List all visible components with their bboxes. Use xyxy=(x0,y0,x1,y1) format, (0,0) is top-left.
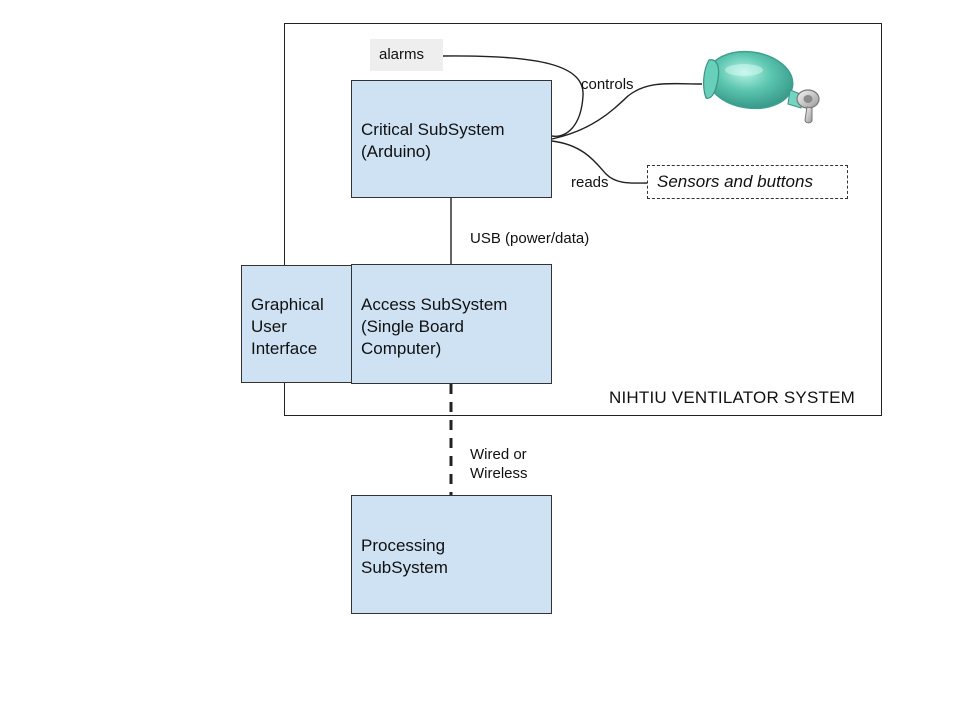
access-subsystem-box: Access SubSystem (Single Board Computer) xyxy=(351,264,552,384)
alarms-box: alarms xyxy=(370,39,443,71)
usb-label: USB (power/data) xyxy=(470,230,590,247)
alarms-connector xyxy=(442,55,584,137)
system-title: NIHTIU VENTILATOR SYSTEM xyxy=(609,388,855,407)
bag-valve-mask-icon xyxy=(703,50,820,124)
sensors-and-buttons-box: Sensors and buttons xyxy=(647,165,848,199)
controls-connector xyxy=(551,82,703,140)
graphical-user-interface-box: Graphical User Interface xyxy=(241,265,352,383)
critical-subsystem-box: Critical SubSystem (Arduino) xyxy=(351,80,552,198)
reads-connector xyxy=(551,140,648,184)
network-label: Wired or Wireless xyxy=(470,446,528,482)
controls-label: controls xyxy=(581,76,634,93)
reads-label: reads xyxy=(571,174,609,191)
ventilator-system-frame xyxy=(284,23,882,416)
processing-subsystem-box: Processing SubSystem xyxy=(351,495,552,614)
